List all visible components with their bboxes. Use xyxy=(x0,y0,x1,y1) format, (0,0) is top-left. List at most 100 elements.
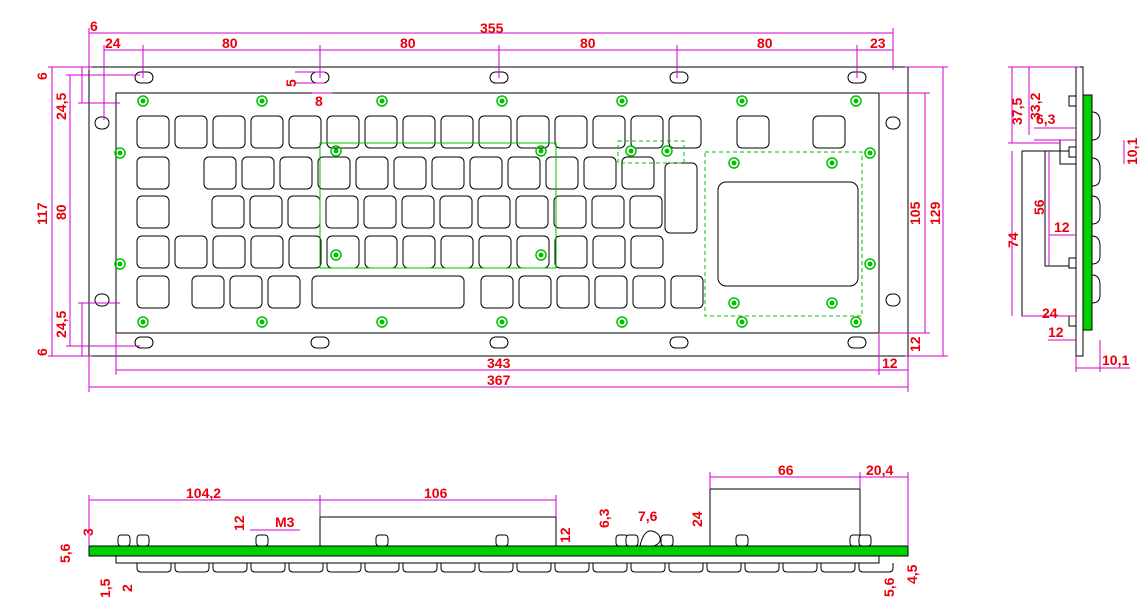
dim-bottom-20-4: 20,4 xyxy=(866,462,893,478)
bottom-cable xyxy=(639,530,661,547)
front-view xyxy=(88,66,909,357)
dim-side-6-3: 6,3 xyxy=(1036,111,1056,127)
front-inner-outline xyxy=(115,92,880,334)
dim-bottom-2: 2 xyxy=(119,584,135,592)
dim-top-80b: 80 xyxy=(400,35,416,51)
bottom-key-profile xyxy=(478,563,514,573)
dim-right-129: 129 xyxy=(927,201,943,225)
screw-marker xyxy=(728,157,740,169)
key xyxy=(212,235,246,269)
screw-marker xyxy=(850,95,862,107)
key xyxy=(191,275,225,309)
key xyxy=(355,156,389,190)
key-grid xyxy=(136,115,846,309)
key xyxy=(469,156,503,190)
key xyxy=(136,195,170,229)
key xyxy=(250,235,284,269)
bottom-plate xyxy=(115,555,880,564)
screw-marker xyxy=(114,147,126,159)
dim-slot-5: 5 xyxy=(283,79,299,87)
key xyxy=(556,275,590,309)
bottom-key-profile xyxy=(364,563,400,573)
touchpad xyxy=(717,181,859,287)
side-screws xyxy=(1068,95,1077,327)
bottom-key-profile xyxy=(630,563,666,573)
key xyxy=(136,235,170,269)
bottom-screw xyxy=(858,534,872,547)
bottom-key-profile xyxy=(516,563,552,573)
dim-bottom-12b: 12 xyxy=(557,527,573,543)
key xyxy=(136,156,170,190)
side-front-plate xyxy=(1075,66,1084,357)
key xyxy=(431,156,465,190)
bottom-key-profile xyxy=(554,563,590,573)
key xyxy=(249,195,283,229)
screw-marker xyxy=(256,316,268,328)
screw-marker xyxy=(496,95,508,107)
bottom-screw xyxy=(495,534,509,547)
dim-side-56: 56 xyxy=(1031,199,1047,215)
key xyxy=(440,115,474,149)
dim-left-117: 117 xyxy=(34,202,50,225)
key xyxy=(545,156,579,190)
screw-marker xyxy=(864,147,876,159)
screw-marker xyxy=(376,316,388,328)
bottom-module-left xyxy=(319,516,557,547)
pcb-small-dashed xyxy=(617,140,685,164)
bottom-key-profile xyxy=(706,563,742,573)
key xyxy=(592,115,626,149)
dim-side-33-2: 33,2 xyxy=(1027,93,1043,120)
screw-marker xyxy=(864,258,876,270)
key xyxy=(477,195,511,229)
bottom-key-profile xyxy=(402,563,438,573)
mounting-slots-side xyxy=(94,116,901,307)
screw-marker xyxy=(256,95,268,107)
key xyxy=(592,235,626,269)
key xyxy=(267,275,301,309)
side-view: 37,5 33,2 6,3 10,1 56 74 12 24 12 10,1 xyxy=(1005,66,1140,372)
dim-bottom-1-5: 1,5 xyxy=(97,578,113,598)
side-touchpad-module xyxy=(1044,150,1077,267)
key xyxy=(393,156,427,190)
dim-bottom-5-6a: 5,6 xyxy=(57,543,73,563)
key xyxy=(250,115,284,149)
dim-left-6a: 6 xyxy=(34,72,50,80)
bottom-key-profile xyxy=(668,563,704,573)
key xyxy=(553,195,587,229)
key xyxy=(630,115,664,149)
dim-top-80a: 80 xyxy=(222,35,238,51)
screw-marker xyxy=(330,249,342,261)
key xyxy=(478,235,512,269)
bottom-screw xyxy=(660,534,674,547)
dim-top-355: 355 xyxy=(480,20,504,36)
key xyxy=(364,235,398,269)
bottom-key-profile xyxy=(744,563,780,573)
dim-right-12: 12 xyxy=(907,336,923,352)
key xyxy=(668,115,702,149)
key xyxy=(136,115,170,149)
dim-bottom-4-5: 4,5 xyxy=(904,564,920,584)
dim-bottom-5-6b: 5,6 xyxy=(881,577,897,597)
bottom-key-profile xyxy=(250,563,286,573)
dim-top-80d: 80 xyxy=(757,35,773,51)
bottom-module-right xyxy=(709,488,861,547)
key xyxy=(203,156,237,190)
dim-side-12a: 12 xyxy=(1054,219,1070,235)
key xyxy=(670,275,704,309)
dim-bottom-24: 24 xyxy=(689,511,705,527)
key xyxy=(287,195,321,229)
screw-marker xyxy=(137,316,149,328)
screw-marker xyxy=(826,297,838,309)
screw-marker xyxy=(330,145,342,157)
dim-top-24: 24 xyxy=(105,35,121,51)
key xyxy=(439,195,473,229)
key xyxy=(279,156,313,190)
dim-left-24-5a: 24,5 xyxy=(53,93,69,120)
key xyxy=(317,156,351,190)
bottom-key-profile xyxy=(858,563,894,573)
dim-bottom-106: 106 xyxy=(424,485,448,501)
dim-bottom-6-3: 6,3 xyxy=(596,508,612,528)
bottom-pcb xyxy=(88,545,909,557)
dim-top-6: 6 xyxy=(90,18,98,34)
